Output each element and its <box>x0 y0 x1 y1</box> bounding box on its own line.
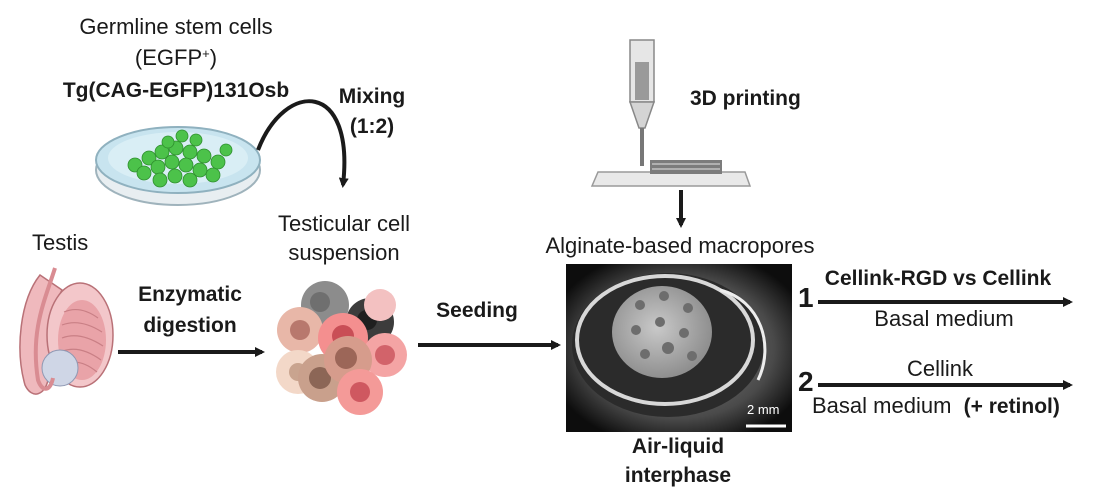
marker-prefix: (EGFP <box>134 45 203 70</box>
digestion-label-1: Enzymatic <box>138 283 242 306</box>
macropores-label: Alginate-based macropores <box>545 233 815 258</box>
germline-marker: (EGFP+) <box>135 47 217 69</box>
strain-label: Tg(CAG-EGFP)131Osb <box>62 79 290 102</box>
scaffold-photo <box>566 264 792 432</box>
scale-bar-label: 2 mm <box>747 402 780 417</box>
mixing-arrow <box>256 99 349 188</box>
marker-suffix: ) <box>209 45 218 70</box>
digestion-label-2: digestion <box>143 314 237 337</box>
interphase-label-1: Air-liquid <box>631 435 725 458</box>
condition1-number: 1 <box>798 282 814 313</box>
condition2-medium: Basal medium <box>812 393 952 418</box>
printing-label: 3D printing <box>690 87 801 110</box>
condition2-retinol: (+ retinol) <box>963 395 1060 418</box>
seeding-label: Seeding <box>436 299 518 322</box>
testis-label: Testis <box>32 230 89 255</box>
printer-icon <box>590 39 752 187</box>
testis-icon <box>19 267 114 395</box>
condition2-top: Cellink <box>906 356 974 381</box>
marker-sup: + <box>202 46 210 61</box>
suspension-label-2: suspension <box>288 240 400 265</box>
cell-cluster-icon <box>276 281 407 415</box>
mixing-label: Mixing <box>338 85 406 108</box>
germline-title: Germline stem cells <box>79 14 273 39</box>
mixing-ratio: (1:2) <box>349 115 395 138</box>
condition2-bottom: Basal medium (+ retinol) <box>812 393 1060 418</box>
condition1-bottom: Basal medium <box>874 306 1014 331</box>
interphase-label-2: interphase <box>624 464 732 487</box>
suspension-label-1: Testicular cell <box>277 211 411 236</box>
condition2-number: 2 <box>798 366 814 397</box>
petri-dish-icon <box>95 126 261 206</box>
condition1-top: Cellink-RGD vs Cellink <box>824 267 1052 290</box>
